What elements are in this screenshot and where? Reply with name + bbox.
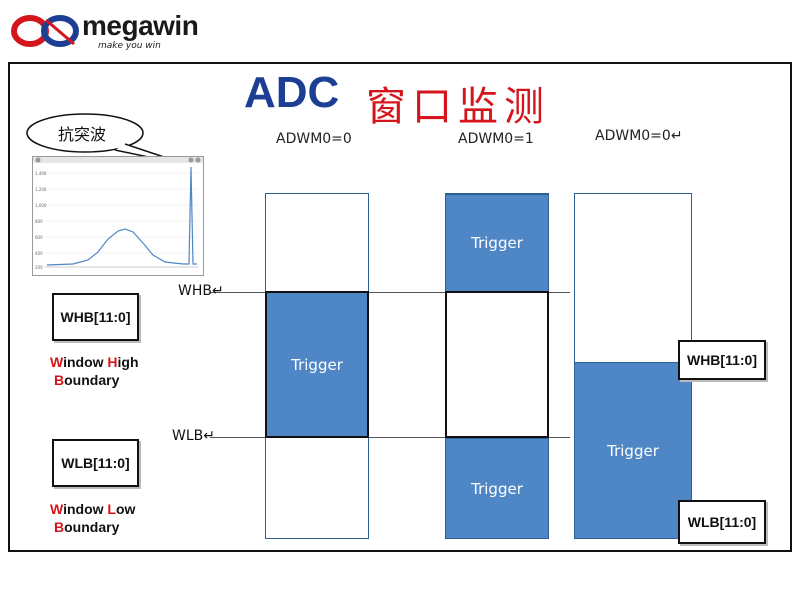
title-cn: 窗口监测 [366, 84, 550, 130]
wlb-register-box: WLB[11:0] [52, 439, 139, 487]
wlb-threshold-line [210, 437, 570, 438]
wlb-line-label: WLB↵ [172, 428, 215, 444]
waveform-icon: 1,400 1,200 1,000 800 600 400 200 [33, 157, 203, 270]
svg-text:1,400: 1,400 [35, 171, 47, 176]
wlb-register-box-right: WLB[11:0] [678, 500, 766, 544]
whb-threshold-line [210, 292, 570, 293]
callout-text: 抗突波 [58, 125, 107, 144]
whb-register-box-right: WHB[11:0] [678, 340, 766, 380]
svg-text:600: 600 [35, 235, 43, 240]
mode-label-1: ADWM0=0 [276, 131, 352, 147]
svg-text:400: 400 [35, 251, 43, 256]
brand-name: megawin [82, 10, 199, 41]
trigger-label: Trigger [471, 479, 523, 498]
window-zone-2 [445, 291, 549, 438]
mode-label-3: ADWM0=0↵ [595, 128, 683, 144]
svg-text:1,200: 1,200 [35, 187, 47, 192]
brand-tagline: make you win [98, 41, 161, 51]
trigger-zone-3: Trigger [574, 362, 692, 539]
trigger-label: Trigger [291, 355, 343, 374]
trigger-label: Trigger [471, 234, 523, 252]
svg-text:1,000: 1,000 [35, 203, 47, 208]
whb-line-label: WHB↵ [178, 283, 224, 299]
whb-register-box: WHB[11:0] [52, 293, 139, 341]
trigger-zone-2-lower: Trigger [445, 438, 549, 539]
svg-text:200: 200 [35, 265, 43, 270]
spike-waveform-thumbnail: 1,400 1,200 1,000 800 600 400 200 [32, 156, 204, 276]
megawin-logo-icon [11, 15, 79, 47]
window-high-boundary-label: Window High Boundary [50, 354, 139, 388]
title-adc: ADC [244, 68, 340, 117]
slide-frame [8, 62, 792, 552]
trigger-label: Trigger [607, 441, 659, 460]
svg-text:800: 800 [35, 219, 43, 224]
logo: megawin make you win [10, 10, 220, 52]
mode-label-2: ADWM0=1 [458, 131, 534, 147]
trigger-zone-1: Trigger [265, 291, 369, 438]
trigger-zone-2-upper: Trigger [445, 194, 549, 292]
window-low-boundary-label: Window Low Boundary [50, 501, 136, 535]
